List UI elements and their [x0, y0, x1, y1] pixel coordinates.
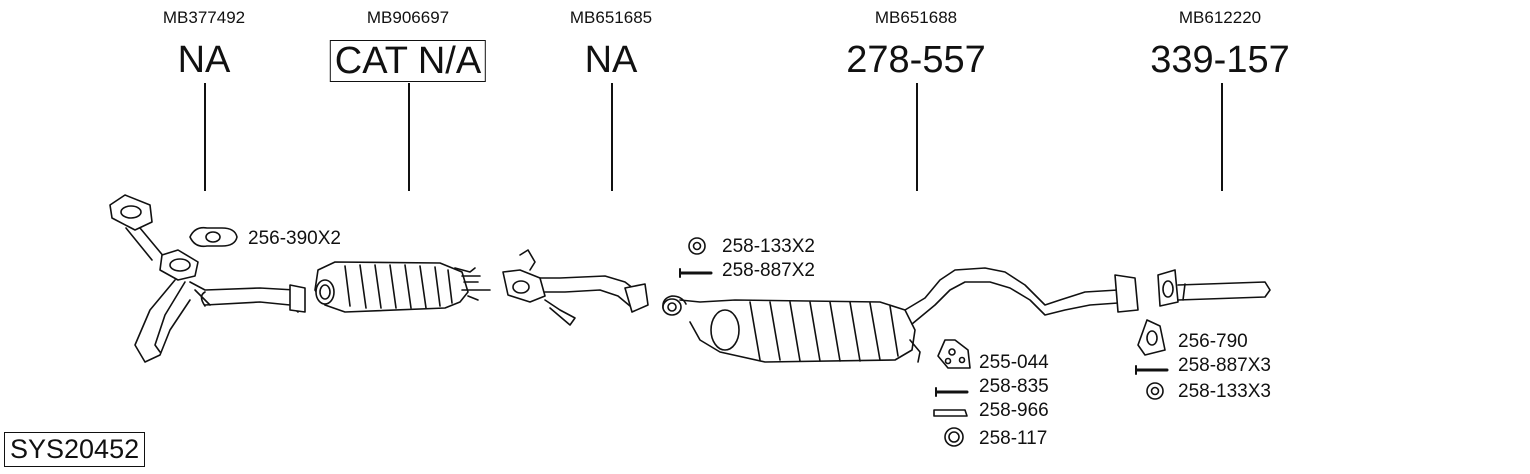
tail-pipe-drawing: [1157, 269, 1271, 307]
oem-number-2: MB906697: [366, 8, 450, 27]
leader-line-2: [408, 83, 410, 191]
part-ref-1: NA: [177, 39, 231, 81]
leader-line-3: [611, 83, 613, 191]
fitting-label-258-887x2: 258-887X2: [722, 260, 815, 281]
flange-gasket-icon: [1137, 319, 1166, 356]
fitting-label-255-044: 255-044: [979, 352, 1049, 373]
bolt-icon: [1135, 365, 1169, 375]
nut-icon: [688, 237, 706, 255]
front-downpipe-drawing: [109, 194, 306, 363]
oem-number-3: MB651685: [569, 8, 653, 27]
intermediate-pipe-drawing: [502, 249, 649, 326]
fitting-label-256-390x2: 256-390X2: [248, 228, 341, 249]
part-ref-3: NA: [584, 39, 638, 81]
part-ref-2: CAT N/A: [329, 40, 487, 82]
fitting-label-258-835: 258-835: [979, 376, 1049, 397]
system-code: SYS20452: [4, 432, 146, 467]
bolt-icon: [679, 268, 713, 278]
fitting-label-258-887x3: 258-887X3: [1178, 355, 1271, 376]
nut-icon: [1146, 382, 1164, 400]
part-ref-5: 339-157: [1150, 39, 1290, 81]
rubber-mount-icon: [937, 339, 971, 369]
catalytic-converter-drawing: [314, 261, 491, 313]
fitting-label-258-117: 258-117: [979, 428, 1048, 449]
bolt-icon: [935, 387, 969, 397]
fitting-label-258-133x3: 258-133X3: [1178, 381, 1271, 402]
leader-line-1: [204, 83, 206, 191]
flange-gasket-icon: [189, 226, 238, 248]
leader-line-4: [916, 83, 918, 191]
ring-icon: [944, 427, 964, 447]
rear-silencer-drawing: [662, 267, 1139, 363]
sleeve-icon: [933, 409, 968, 417]
oem-number-1: MB377492: [162, 8, 246, 27]
fitting-label-258-133x2: 258-133X2: [722, 236, 815, 257]
part-ref-4: 278-557: [846, 39, 986, 81]
oem-number-5: MB612220: [1178, 8, 1262, 27]
fitting-label-258-966: 258-966: [979, 400, 1049, 421]
fitting-label-256-790: 256-790: [1178, 331, 1248, 352]
oem-number-4: MB651688: [874, 8, 958, 27]
leader-line-5: [1221, 83, 1223, 191]
